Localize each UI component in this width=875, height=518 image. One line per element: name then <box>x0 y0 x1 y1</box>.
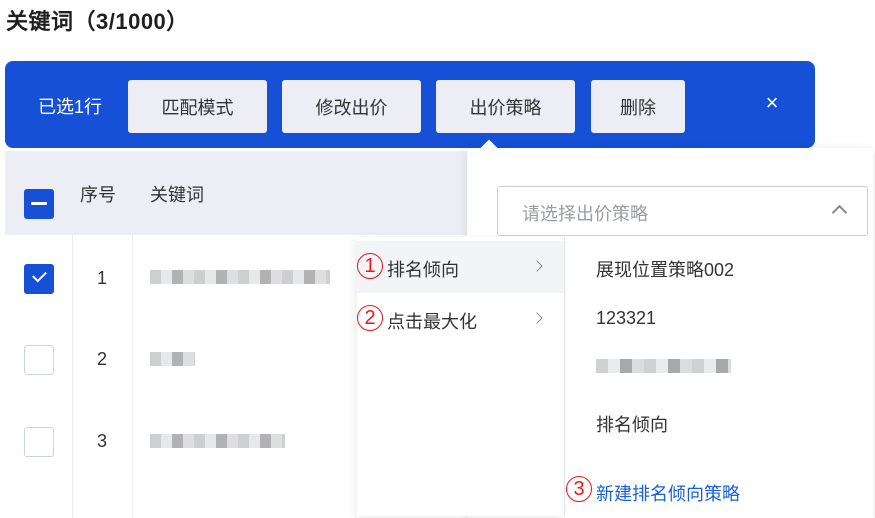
strategy-option[interactable]: 排名倾向 <box>596 415 668 435</box>
page-title: 关键词（3/1000） <box>6 9 189 34</box>
batch-action-bar: 已选1行 匹配模式 修改出价 出价策略 删除 × <box>5 61 815 148</box>
row-checkbox[interactable] <box>24 264 54 294</box>
chevron-right-icon <box>531 260 543 272</box>
bid-strategy-select[interactable]: 请选择出价策略 <box>497 186 868 236</box>
table-row: 1 <box>5 235 475 317</box>
column-divider <box>132 235 133 518</box>
chevron-right-icon <box>531 312 543 324</box>
keyword-text-blurred <box>150 270 330 284</box>
cascade-item-click-maximize[interactable]: 点击最大化 <box>357 293 564 345</box>
strategy-option-blurred[interactable] <box>596 359 731 373</box>
table-row: 2 <box>5 317 475 399</box>
column-divider <box>72 235 73 518</box>
column-header-index: 序号 <box>80 185 116 205</box>
select-placeholder: 请选择出价策略 <box>522 204 648 224</box>
bid-strategy-button[interactable]: 出价策略 <box>436 80 575 133</box>
close-icon[interactable]: × <box>765 90 779 115</box>
row-checkbox[interactable] <box>24 427 54 457</box>
delete-button[interactable]: 删除 <box>591 80 685 133</box>
strategy-option[interactable]: 123321 <box>596 308 657 328</box>
cascade-menu-level2: 展现位置策略002 123321 排名倾向 新建排名倾向策略 <box>566 237 870 516</box>
chevron-up-icon <box>831 204 848 221</box>
column-header-keyword: 关键词 <box>150 185 204 205</box>
annotation-marker-1: 1 <box>357 253 383 279</box>
select-all-checkbox[interactable] <box>24 189 54 219</box>
strategy-option[interactable]: 展现位置策略002 <box>596 260 735 280</box>
annotation-marker-2: 2 <box>357 305 383 331</box>
match-mode-button[interactable]: 匹配模式 <box>128 80 267 133</box>
row-index: 2 <box>97 349 108 369</box>
row-checkbox[interactable] <box>24 345 54 375</box>
new-strategy-link[interactable]: 新建排名倾向策略 <box>596 484 740 504</box>
table-row: 3 <box>5 399 475 481</box>
cascade-menu-level1: 排名倾向 点击最大化 <box>357 237 565 516</box>
cascade-item-label: 排名倾向 <box>387 260 459 280</box>
row-index: 3 <box>97 431 108 451</box>
annotation-marker-3: 3 <box>566 476 592 502</box>
row-index: 1 <box>97 268 108 288</box>
selected-count-text: 已选1行 <box>38 97 103 117</box>
table-header: 序号 关键词 <box>5 151 467 235</box>
cascade-item-label: 点击最大化 <box>387 312 477 332</box>
keyword-text-blurred <box>150 434 285 448</box>
modify-bid-button[interactable]: 修改出价 <box>282 80 421 133</box>
cascade-item-ranking-preference[interactable]: 排名倾向 <box>357 241 564 293</box>
keyword-text-blurred <box>150 352 195 366</box>
